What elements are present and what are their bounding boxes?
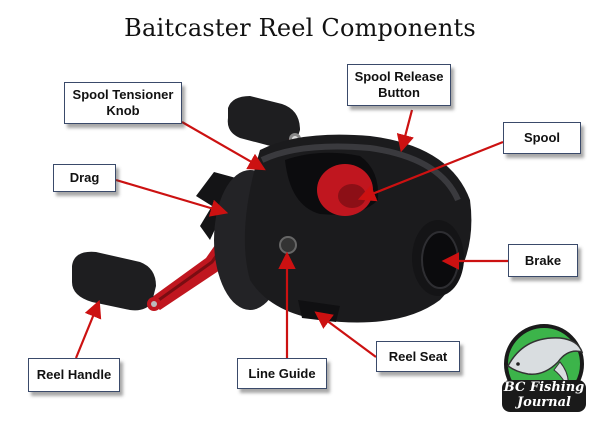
label-spool-release-button: Spool Release Button xyxy=(347,64,451,106)
arrow-reel-seat xyxy=(314,311,377,358)
arrow-spool-release-button xyxy=(396,109,414,153)
arrow-spool-tensioner-knob xyxy=(181,121,266,171)
label-reel-seat: Reel Seat xyxy=(376,341,460,372)
label-spool-tensioner-knob: Spool Tensioner Knob xyxy=(64,82,182,124)
arrow-reel-handle xyxy=(74,299,102,359)
rear-handle-knob xyxy=(227,96,300,149)
label-brake: Brake xyxy=(508,244,578,277)
bc-fishing-journal-logo: BC Fishing Journal xyxy=(498,322,590,414)
logo-text-line1: BC Fishing xyxy=(503,380,585,395)
diagram-title: Baitcaster Reel Components xyxy=(124,14,476,42)
fish-logo-icon xyxy=(502,324,586,412)
label-drag: Drag xyxy=(53,164,116,192)
label-reel-handle: Reel Handle xyxy=(28,358,120,392)
logo-text-line2: Journal xyxy=(517,395,571,410)
label-line-guide: Line Guide xyxy=(237,358,327,389)
arrow-drag xyxy=(115,178,229,217)
arrow-spool xyxy=(357,140,504,202)
label-spool: Spool xyxy=(503,122,581,154)
